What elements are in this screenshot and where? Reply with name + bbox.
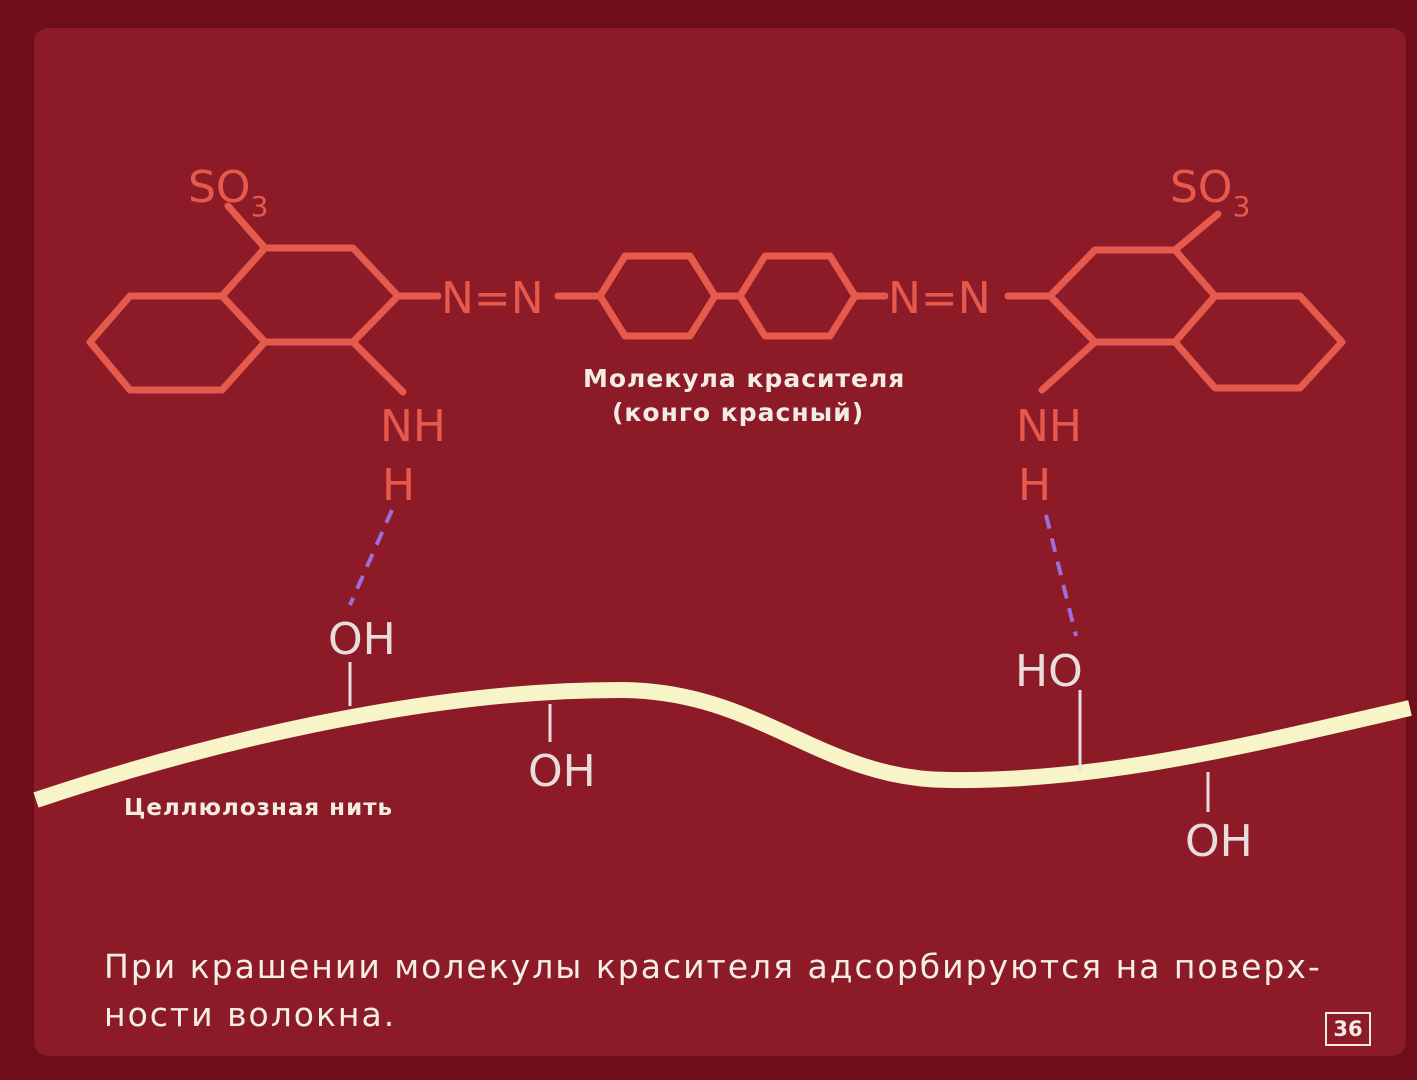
right-amine-nh-label: NH bbox=[1016, 401, 1082, 452]
biphenyl-left-ring bbox=[596, 252, 719, 340]
hydroxyl-label-4: OH bbox=[1185, 816, 1253, 867]
right-sulfonate-label: SO3 bbox=[1170, 162, 1250, 223]
slide-number: 36 bbox=[1325, 1012, 1371, 1046]
left-amine-bond bbox=[349, 338, 407, 396]
hydroxyl-label-3: HO bbox=[1015, 646, 1083, 697]
hydroxyl-stems bbox=[348, 662, 1210, 812]
left-azo-label: N=N bbox=[441, 273, 544, 324]
left-hydrogen-bond bbox=[348, 509, 394, 606]
dye-molecule bbox=[86, 202, 1346, 396]
dye-labels: SO3 SO3 N=N N=N NH H NH H bbox=[188, 162, 1250, 511]
dye-caption-line1: Молекула красителя bbox=[583, 364, 906, 393]
right-amine-bond bbox=[1038, 338, 1099, 394]
right-naphthalene-ring-outer bbox=[1171, 292, 1346, 392]
slide-caption: При крашении молекулы красителя адсорбир… bbox=[104, 947, 1322, 1034]
hydrogen-bonds bbox=[348, 509, 1078, 637]
biphenyl-right-ring bbox=[736, 252, 859, 340]
cellulose-fiber bbox=[33, 681, 1412, 808]
right-azo-label: N=N bbox=[888, 273, 991, 324]
right-amine-h-label: H bbox=[1018, 460, 1051, 511]
hydroxyl-label-1: OH bbox=[328, 614, 396, 665]
slide-frame bbox=[34, 28, 1406, 1056]
right-sulfonate-bond bbox=[1171, 210, 1222, 254]
hydroxyl-labels: OH OH HO OH bbox=[328, 614, 1253, 867]
left-amine-nh-label: NH bbox=[380, 401, 446, 452]
left-naphthalene-ring-inner bbox=[86, 292, 269, 394]
fiber-label: Целлюлозная нить bbox=[124, 795, 394, 821]
right-hydrogen-bond bbox=[1044, 514, 1078, 637]
left-sulfonate-label: SO3 bbox=[188, 162, 268, 223]
left-amine-h-label: H bbox=[382, 460, 415, 511]
left-sulfonate-bond bbox=[224, 202, 269, 252]
hydroxyl-label-2: OH bbox=[528, 746, 596, 797]
dye-caption-line2: (конго красный) bbox=[612, 398, 865, 427]
